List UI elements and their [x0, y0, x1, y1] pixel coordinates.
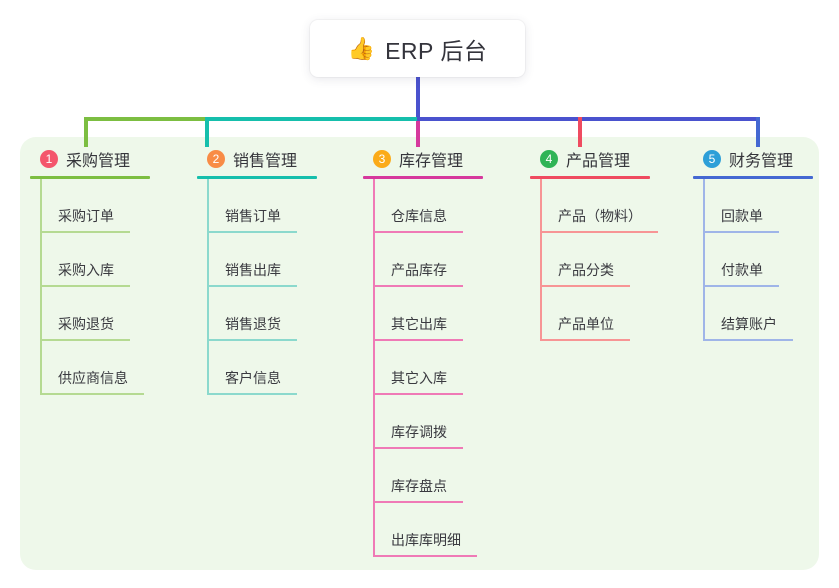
root-node-label: ERP 后台 — [385, 37, 488, 64]
branch-items: 仓库信息产品库存其它出库其它入库库存调拨库存盘点出库库明细 — [373, 179, 523, 557]
branch-number-badge: 4 — [540, 150, 558, 168]
branch-label: 库存管理 — [399, 153, 464, 170]
branch-label: 采购管理 — [66, 153, 131, 170]
child-item[interactable]: 销售退货 — [209, 287, 297, 341]
branch-drop-line-4 — [578, 117, 582, 147]
branch-drop-line-2 — [205, 117, 209, 147]
branch-underline — [363, 176, 483, 179]
child-item[interactable]: 产品分类 — [542, 233, 630, 287]
branch-number-badge: 3 — [373, 150, 391, 168]
branch-underline — [530, 176, 650, 179]
child-item[interactable]: 回款单 — [705, 179, 779, 233]
child-item[interactable]: 供应商信息 — [42, 341, 144, 395]
child-item[interactable]: 产品单位 — [542, 287, 630, 341]
branch-underline — [693, 176, 813, 179]
child-item[interactable]: 采购入库 — [42, 233, 130, 287]
child-item[interactable]: 采购订单 — [42, 179, 130, 233]
bus-line-segment-left — [84, 117, 205, 121]
branch-inventory: 3 库存管理 仓库信息产品库存其它出库其它入库库存调拨库存盘点出库库明细 — [363, 146, 523, 557]
child-item[interactable]: 库存盘点 — [375, 449, 463, 503]
child-item[interactable]: 其它出库 — [375, 287, 463, 341]
root-connector-line — [416, 77, 420, 117]
bus-line-segment-mid — [205, 117, 417, 121]
branch-finance: 5 财务管理 回款单付款单结算账户 — [693, 146, 839, 341]
child-item[interactable]: 采购退货 — [42, 287, 130, 341]
branch-items: 销售订单销售出库销售退货客户信息 — [207, 179, 357, 395]
branch-number-badge: 2 — [207, 150, 225, 168]
child-item[interactable]: 其它入库 — [375, 341, 463, 395]
branch-number-badge: 5 — [703, 150, 721, 168]
branch-title[interactable]: 1 采购管理 — [30, 146, 190, 172]
child-item[interactable]: 仓库信息 — [375, 179, 463, 233]
branch-product: 4 产品管理 产品（物料）产品分类产品单位 — [530, 146, 690, 341]
branch-sales: 2 销售管理 销售订单销售出库销售退货客户信息 — [197, 146, 357, 395]
bus-line-segment-right — [417, 117, 760, 121]
branch-title[interactable]: 4 产品管理 — [530, 146, 690, 172]
branches-panel — [20, 137, 819, 570]
branch-title[interactable]: 3 库存管理 — [363, 146, 523, 172]
child-item[interactable]: 付款单 — [705, 233, 779, 287]
branch-label: 销售管理 — [233, 153, 298, 170]
branch-underline — [30, 176, 150, 179]
child-item[interactable]: 销售出库 — [209, 233, 297, 287]
branch-drop-line-5 — [756, 117, 760, 147]
child-item[interactable]: 结算账户 — [705, 287, 793, 341]
root-node[interactable]: 👍 ERP 后台 — [310, 20, 525, 77]
child-item[interactable]: 客户信息 — [209, 341, 297, 395]
branch-underline — [197, 176, 317, 179]
branch-drop-line-3 — [416, 121, 420, 147]
branch-label: 产品管理 — [566, 153, 631, 170]
branch-purchase: 1 采购管理 采购订单采购入库采购退货供应商信息 — [30, 146, 190, 395]
branch-items: 产品（物料）产品分类产品单位 — [540, 179, 690, 341]
child-item[interactable]: 库存调拨 — [375, 395, 463, 449]
child-item[interactable]: 产品库存 — [375, 233, 463, 287]
branch-label: 财务管理 — [729, 153, 794, 170]
branch-title[interactable]: 2 销售管理 — [197, 146, 357, 172]
child-item[interactable]: 销售订单 — [209, 179, 297, 233]
child-item[interactable]: 出库库明细 — [375, 503, 477, 557]
branch-items: 回款单付款单结算账户 — [703, 179, 839, 341]
branch-number-badge: 1 — [40, 150, 58, 168]
child-item[interactable]: 产品（物料） — [542, 179, 658, 233]
branch-items: 采购订单采购入库采购退货供应商信息 — [40, 179, 190, 395]
branch-title[interactable]: 5 财务管理 — [693, 146, 839, 172]
branch-drop-line-1 — [84, 117, 88, 147]
thumbs-up-icon: 👍 — [347, 35, 376, 61]
